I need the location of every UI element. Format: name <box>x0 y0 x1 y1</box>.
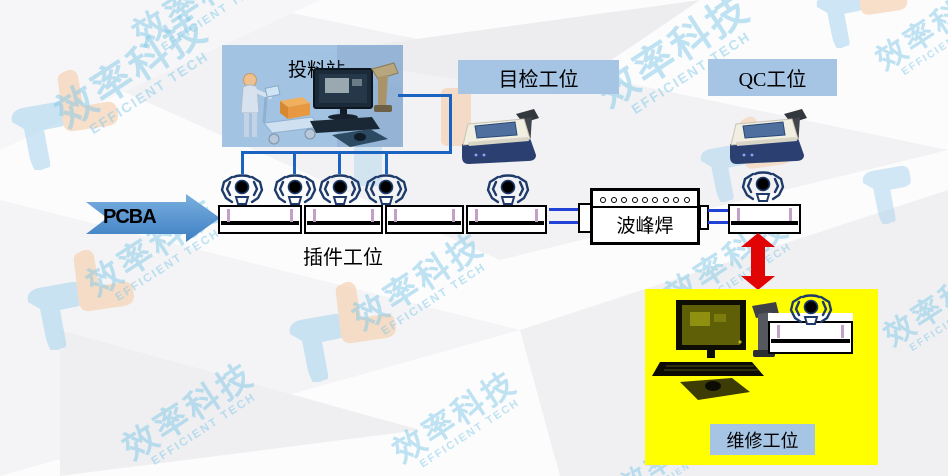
insertion-station-label: 插件工位 <box>303 247 383 269</box>
handheld-scanner-icon <box>371 62 399 112</box>
qc-conveyor-segment <box>728 204 801 234</box>
network-drop-line <box>241 151 244 174</box>
qc-terminal <box>726 108 816 170</box>
conveyor-segment <box>466 205 547 234</box>
fixed-scanner-icon <box>788 293 834 326</box>
network-drop-line <box>338 151 341 174</box>
wave-solder-box: 波峰焊 <box>590 188 700 245</box>
conveyor-segment <box>304 205 383 234</box>
repair-station-label: 维修工位 <box>710 424 815 455</box>
pcba-flow-arrow <box>86 194 220 242</box>
conveyor-link-line <box>549 221 579 224</box>
fixed-scanner-icon <box>485 173 531 206</box>
conveyor-segment <box>218 205 302 234</box>
conveyor-link-line <box>708 209 729 212</box>
network-drop-line <box>385 151 388 174</box>
feeding-station-box: 投料站 <box>222 45 403 147</box>
repair-workstation-icon <box>652 300 779 400</box>
fixed-scanner-icon <box>317 173 363 206</box>
network-line <box>449 94 452 154</box>
fixed-scanner-icon <box>740 170 786 203</box>
conveyor-segment <box>385 205 464 234</box>
computer-workstation-icon <box>310 68 388 147</box>
network-bus-line <box>241 151 452 154</box>
fixed-scanner-icon <box>219 173 265 206</box>
fixed-scanner-icon <box>272 173 318 206</box>
network-drop-line <box>293 151 296 174</box>
inspection-terminal <box>458 108 548 170</box>
visual-inspection-label: 目检工位 <box>458 60 619 94</box>
wave-solder-heaters <box>593 193 697 208</box>
conveyor-link-line <box>708 221 729 224</box>
fixed-scanner-icon <box>363 173 409 206</box>
wave-solder-label: 波峰焊 <box>616 216 674 237</box>
conveyor-link-line <box>549 208 579 211</box>
repair-flow-arrow <box>741 233 775 290</box>
qc-station-label: QC工位 <box>708 59 837 96</box>
wave-solder-exit-connector <box>699 205 709 230</box>
network-line <box>398 94 452 97</box>
pcba-label: PCBA <box>103 206 157 228</box>
